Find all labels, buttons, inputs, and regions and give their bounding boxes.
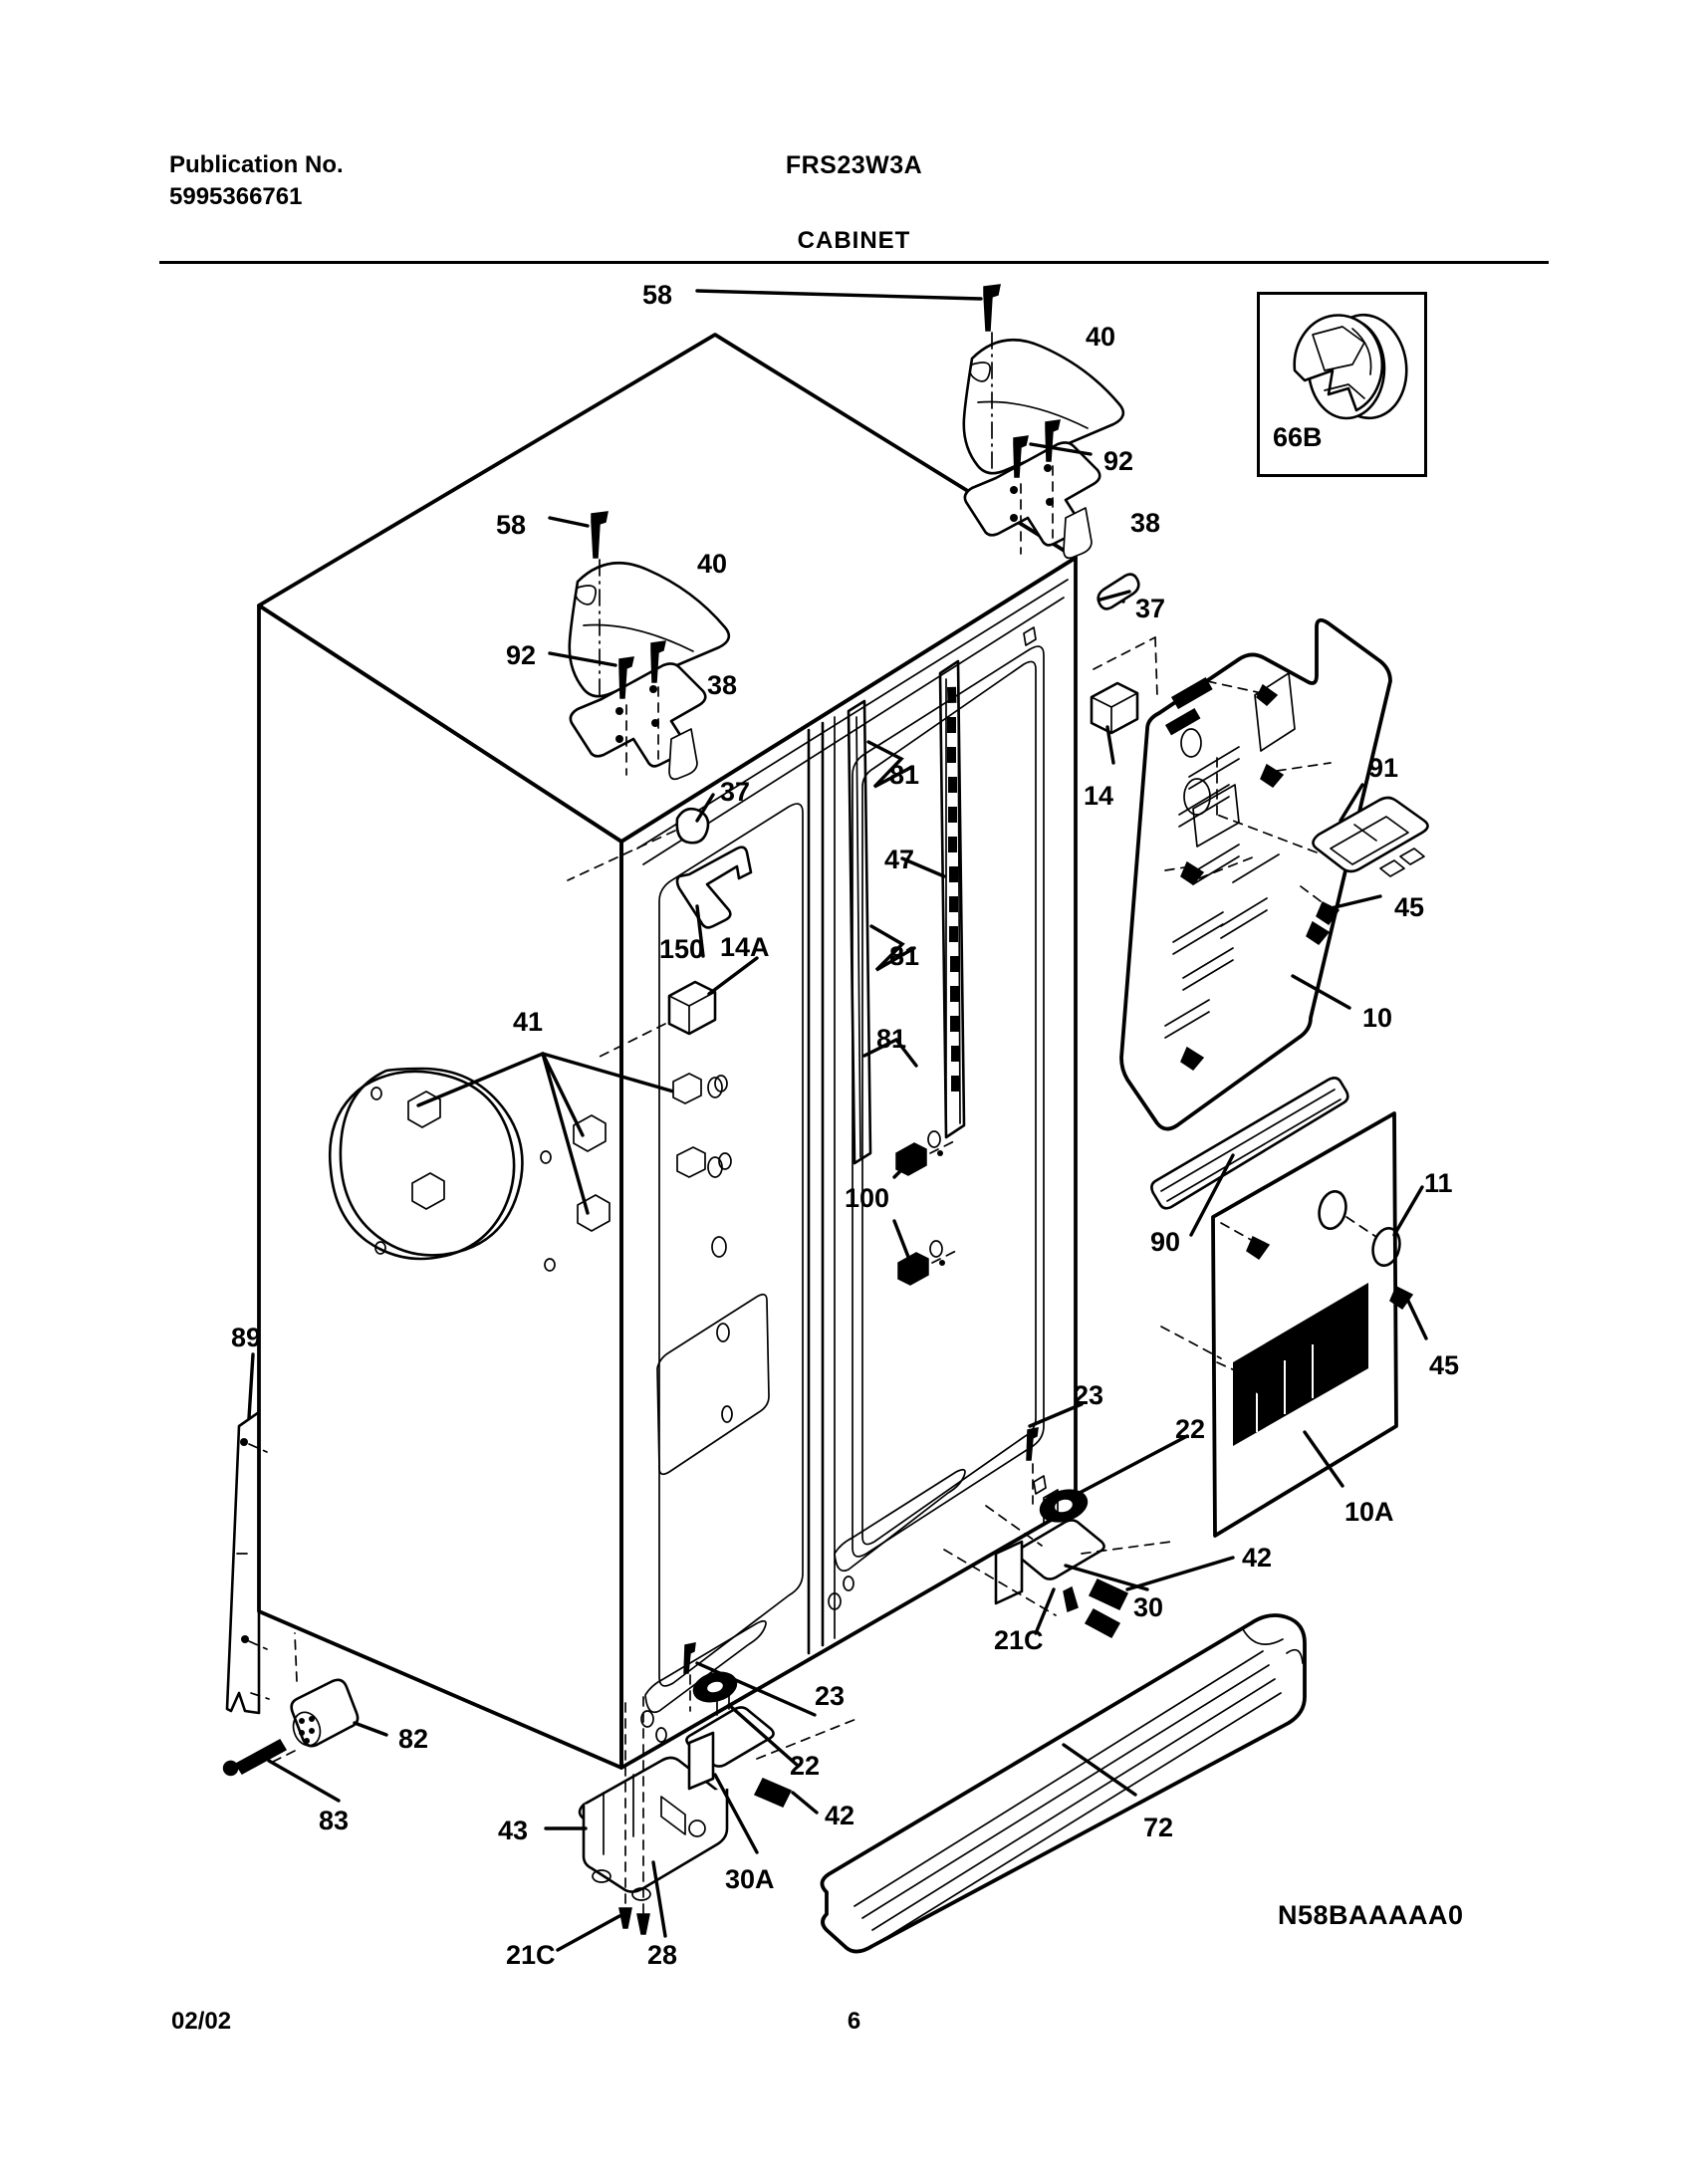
- side-bracket-89: [225, 1352, 270, 1715]
- grommet-66b-drawing: [1293, 313, 1408, 420]
- callout-bracket-150: 150: [659, 934, 705, 964]
- revision-date: 02/02: [171, 2008, 232, 2035]
- callout-washer-22-left: 22: [790, 1751, 821, 1781]
- callout-ice-maker-fill-tube-assembly: 41: [513, 1007, 544, 1037]
- callout-hinge-cover-cap-right: 40: [1086, 322, 1116, 352]
- leveler-82-83: [222, 1632, 388, 1803]
- bottom-hardware-left: [544, 1642, 857, 1952]
- plug-button-right: [1097, 573, 1140, 610]
- screws-92-left: [548, 640, 666, 776]
- callout-shelf-ladder-support-upper: 81: [889, 760, 920, 790]
- clip-14: [1090, 636, 1158, 765]
- retainer-clips-100: [892, 1130, 957, 1286]
- callout-screw-45-upper: 45: [1394, 892, 1425, 922]
- inset-label-66b: 66B: [1273, 422, 1323, 452]
- callout-screw-top-hinge-cover-right: 58: [642, 280, 673, 310]
- callout-side-bracket-89: 89: [231, 1323, 262, 1352]
- callout-clip-14: 14: [1084, 781, 1114, 811]
- ice-maker-tubing-41: [328, 1052, 732, 1272]
- callout-shelf-ladder-support-lower: 81: [876, 1024, 907, 1054]
- screw-58-right: [695, 284, 1001, 469]
- hinge-cover-cap-right: [962, 338, 1125, 475]
- top-hinge-left: [569, 662, 707, 781]
- section-title: CABINET: [797, 227, 911, 254]
- header-rule: [159, 261, 1549, 264]
- diagram-code: N58BAAAAA0: [1278, 1900, 1464, 1930]
- cabinet-side-holes: [640, 1077, 854, 1743]
- publication-label: Publication No.: [169, 151, 344, 178]
- callout-leveling-leg-bracket-left: 30A: [725, 1864, 775, 1894]
- bottom-hardware-right: [943, 1402, 1235, 1639]
- screws-92-right: [1013, 419, 1093, 555]
- callout-axle-28: 28: [647, 1940, 678, 1970]
- page-number: 6: [847, 2008, 861, 2035]
- publication-number: 5995366761: [169, 183, 303, 211]
- callout-rear-access-panel-grille: 10A: [1344, 1497, 1394, 1527]
- rear-access-panel-10A: [1160, 1111, 1428, 1538]
- callout-shelf-ladder-support-mid: 81: [889, 941, 920, 971]
- drain-pan-rail-90: [1150, 1077, 1349, 1237]
- toe-grille-72: [820, 1613, 1307, 1954]
- callout-screw-42-left: 42: [825, 1801, 855, 1830]
- callout-hinge-cover-cap-left: 40: [697, 549, 728, 579]
- callout-screw-42-right: 42: [1242, 1543, 1273, 1573]
- callout-leveling-roller-82: 82: [398, 1724, 429, 1754]
- publication-block: Publication No. 5995366761: [169, 149, 344, 214]
- callout-screw-23-right: 23: [1074, 1380, 1104, 1410]
- callout-plug-button-left: 37: [720, 777, 751, 807]
- model-number: FRS23W3A: [785, 151, 923, 179]
- clip-14a: [597, 956, 759, 1059]
- shelf-ladder-assembly: [847, 659, 966, 1165]
- callout-bolt-21c-right: 21C: [994, 1625, 1044, 1655]
- callout-screw-top-hinge-cover-left: 58: [496, 510, 527, 540]
- callout-shelf-ladder-rail: 47: [884, 845, 915, 874]
- callout-grommet-11: 11: [1424, 1168, 1453, 1198]
- callout-washer-22-right: 22: [1175, 1414, 1206, 1444]
- door-panels: [644, 626, 1047, 1714]
- callout-electrical-connector-block: 91: [1368, 753, 1399, 783]
- callout-clip-14a: 14A: [720, 932, 770, 962]
- top-hinge-right: [963, 441, 1101, 560]
- callout-plug-button-right: 37: [1135, 594, 1166, 623]
- callout-screw-23-left: 23: [815, 1681, 846, 1711]
- callout-toe-grille-kickplate: 72: [1143, 1813, 1174, 1842]
- machine-compartment-cover: [1119, 617, 1392, 1131]
- callout-machine-compartment-cover: 10: [1362, 1003, 1393, 1033]
- callout-leveling-leg-bracket-right: 30: [1133, 1592, 1164, 1622]
- callout-bolt-21c-left: 21C: [506, 1940, 556, 1970]
- screw-58-left: [548, 511, 609, 698]
- callout-screw-hinge-left: 92: [506, 640, 537, 670]
- callout-screw-83: 83: [319, 1806, 350, 1835]
- callout-retainer-clip-100: 100: [845, 1183, 890, 1213]
- plug-button-left: [567, 793, 715, 881]
- electrical-connector-91: [1216, 756, 1429, 877]
- bracket-150: [675, 846, 753, 958]
- callout-top-hinge-right: 38: [1130, 508, 1161, 538]
- callout-screw-45-lower: 45: [1429, 1350, 1460, 1380]
- callout-roller-assembly: 43: [498, 1816, 529, 1845]
- callout-condenser-drain-pan-rail: 90: [1150, 1227, 1181, 1257]
- callout-top-hinge-left: 38: [707, 670, 738, 700]
- callout-screw-hinge-right: 92: [1103, 446, 1134, 476]
